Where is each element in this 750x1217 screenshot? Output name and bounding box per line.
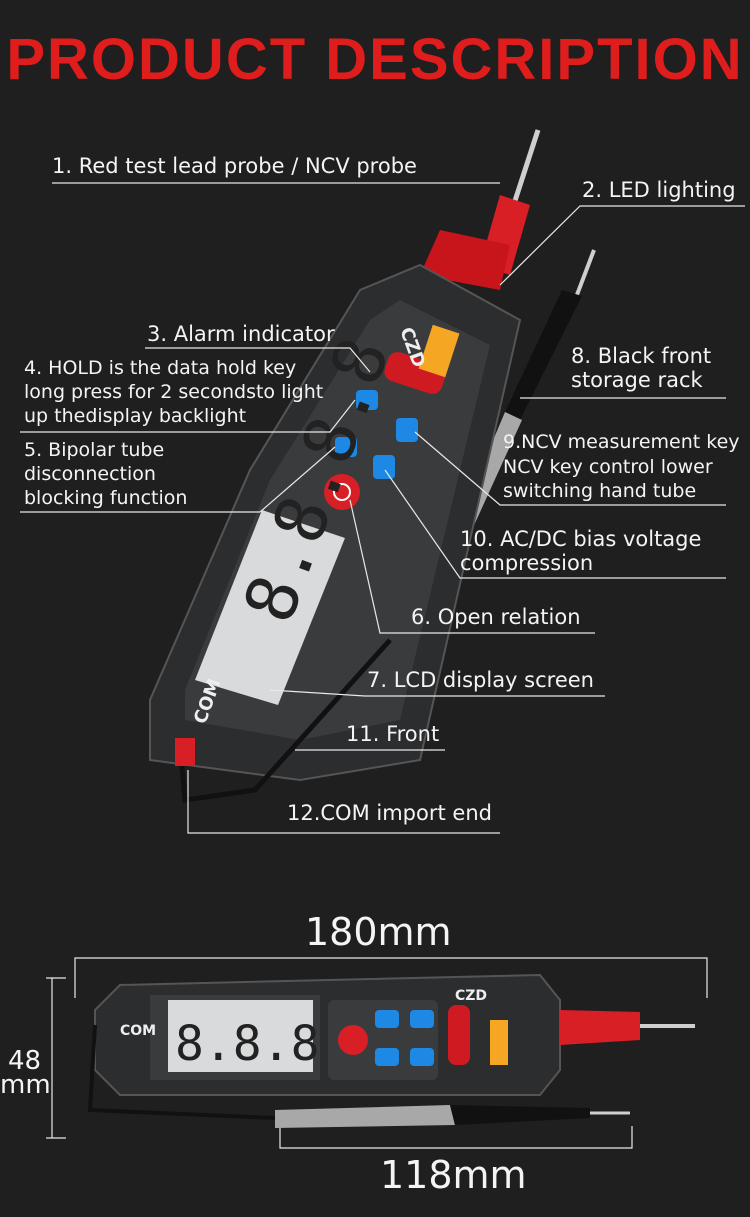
label-acdc-2: compression xyxy=(460,551,594,575)
label-com-import: 12.COM import end xyxy=(287,801,492,825)
label-hold-1: 4. HOLD is the data hold key xyxy=(24,357,297,379)
page-title: PRODUCT DESCRIPTION xyxy=(6,27,744,92)
label-ncv-2: NCV key control lower xyxy=(503,456,713,478)
led-label xyxy=(418,324,460,378)
label-bipolar-1: 5. Bipolar tube xyxy=(24,439,165,461)
lcd-screen-horizontal xyxy=(168,1000,313,1072)
ncv-button[interactable] xyxy=(396,418,418,442)
label-hold-3: up thedisplay backlight xyxy=(24,405,247,427)
label-red-probe: 1. Red test lead probe / NCV probe xyxy=(52,154,417,178)
label-bipolar-3: blocking function xyxy=(24,487,188,509)
bipolar-button[interactable] xyxy=(335,437,357,457)
label-front: 11. Front xyxy=(346,722,440,746)
label-ncv-1: 9.NCV measurement key xyxy=(503,431,740,453)
label-acdc-1: 10. AC/DC bias voltage xyxy=(460,527,702,551)
label-lcd-screen: 7. LCD display screen xyxy=(367,668,594,692)
dimension-height-unit: mm xyxy=(0,1070,51,1100)
leader-lines xyxy=(20,182,745,834)
lcd-screen xyxy=(195,510,345,705)
label-storage-2: storage rack xyxy=(571,368,703,392)
dimension-probe: 118mm xyxy=(380,1153,527,1197)
label-bipolar-2: disconnection xyxy=(24,463,156,485)
brand-label-horizontal: CZD xyxy=(455,988,487,1004)
label-storage-1: 8. Black front xyxy=(571,344,712,368)
label-open-relation: 6. Open relation xyxy=(411,605,581,629)
device-illustration-horizontal: 8.8.8.8 COM CZD xyxy=(87,973,695,1128)
power-button[interactable] xyxy=(324,474,360,510)
mv-button[interactable] xyxy=(373,455,395,479)
label-hold-2: long press for 2 secondsto light xyxy=(24,381,324,403)
label-ncv-3: switching hand tube xyxy=(503,480,697,502)
hold-button[interactable] xyxy=(356,390,378,410)
com-lead xyxy=(177,638,392,803)
label-alarm-indicator: 3. Alarm indicator xyxy=(147,322,335,346)
power-icon xyxy=(333,483,351,501)
label-led-lighting: 2. LED lighting xyxy=(582,178,736,202)
power-button-horizontal xyxy=(338,1025,368,1055)
red-probe xyxy=(420,129,541,290)
com-jack xyxy=(175,738,195,766)
dimension-length: 180mm xyxy=(305,910,452,954)
dimension-lines xyxy=(46,957,708,1149)
dimension-height-value: 48 xyxy=(8,1046,42,1076)
com-label-horizontal: COM xyxy=(120,1023,156,1039)
